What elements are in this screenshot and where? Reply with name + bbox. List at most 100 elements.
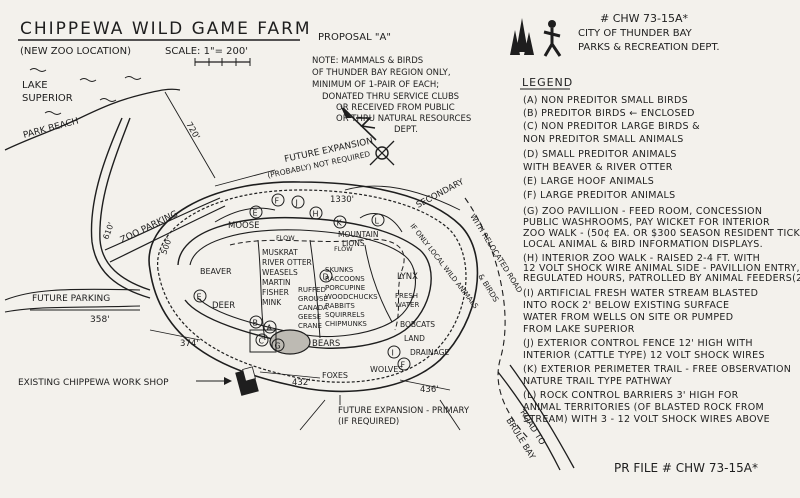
workshop-building-icon — [235, 366, 259, 396]
flow-label: FLOW — [276, 234, 295, 242]
map-key-letter: G — [275, 342, 281, 351]
bird-enclosure — [249, 329, 277, 353]
species-label: WOODCHUCKS — [325, 293, 378, 301]
distance-label: 358' — [90, 315, 110, 325]
future-expansion-primary-label: FUTURE EXPANSION - PRIMARY — [338, 406, 470, 416]
small-animal-species: SKUNKS RACCOONS PORCUPINE WOODCHUCKS RAB… — [325, 266, 378, 328]
territory-barrier — [364, 244, 393, 323]
map-key-letter: I — [392, 349, 394, 358]
species-label: FISHER — [262, 288, 289, 297]
note-line: NOTE: MAMMALS & BIRDS — [312, 56, 423, 66]
parking-road — [104, 197, 226, 263]
north-arrow-icon — [340, 105, 377, 141]
territory-barrier — [309, 239, 321, 339]
city-logo-icon — [510, 18, 562, 57]
secondary-note: & BIRDS — [476, 272, 500, 304]
distance-label: 610' — [101, 221, 115, 240]
species-label: RABBITS — [325, 302, 355, 310]
species-label: MARTIN — [262, 278, 291, 287]
distance-label: 436' — [420, 385, 439, 395]
note-line: MINIMUM OF 1-PAIR OF EACH; — [312, 80, 439, 90]
map-key-letter: K — [337, 219, 343, 228]
compass-icon — [369, 140, 395, 166]
territory-barrier — [214, 207, 276, 223]
moose-label: MOOSE — [228, 221, 259, 231]
legend-item: (K) EXTERIOR PERIMETER TRAIL - FREE OBSE… — [523, 364, 791, 375]
road-to-brule-bay — [497, 371, 561, 471]
legend-item: ANIMAL TERRITORIES (OF BLASTED ROCK FROM — [523, 402, 764, 413]
legend-item: (I) ARTIFICIAL FRESH WATER STREAM BLASTE… — [523, 288, 758, 299]
map-key-letter: H — [313, 210, 319, 219]
legend-item: (H) INTERIOR ZOO WALK - RAISED 2-4 FT. W… — [523, 253, 760, 264]
future-expansion-primary-label: (IF REQUIRED) — [338, 417, 399, 427]
secondary-label: SECONDARY — [415, 177, 467, 211]
map-key-letter: E — [253, 209, 258, 218]
department-line-1: CITY OF THUNDER BAY — [578, 28, 693, 39]
map-key-letter: F — [275, 197, 280, 206]
fresh-water-label: WATER — [395, 301, 419, 309]
distance-label: 500' — [159, 236, 173, 255]
legend: LEGEND (A) NON PREDITOR SMALL BIRDS (B) … — [520, 76, 800, 425]
legend-item: INTO ROCK 2' BELOW EXISTING SURFACE — [523, 300, 729, 311]
species-label: MINK — [262, 298, 282, 307]
map-key-letter: L — [375, 217, 380, 226]
note-line: DONATED THRU SERVICE CLUBS — [322, 92, 459, 102]
future-parking-label: FUTURE PARKING — [32, 294, 110, 304]
map-title: CHIPPEWA WILD GAME FARM — [20, 19, 312, 39]
legend-item: (E) LARGE HOOF ANIMALS — [523, 176, 654, 187]
lake-waves — [29, 68, 142, 115]
drainage-label: DRAINAGE — [410, 348, 449, 357]
species-label: CRANE — [298, 322, 322, 330]
artificial-stream — [229, 238, 405, 331]
map-key-letter: A — [267, 324, 273, 333]
control-fence — [157, 189, 467, 383]
superior-label: SUPERIOR — [22, 93, 73, 104]
bears-label: BEARS — [312, 339, 340, 349]
park-beach-label: PARK BEACH — [22, 117, 80, 141]
legend-item: NON PREDITOR SMALL ANIMALS — [523, 134, 684, 145]
note-block: NOTE: MAMMALS & BIRDS OF THUNDER BAY REG… — [312, 56, 471, 135]
mountain-lions-label: LIONS — [342, 239, 365, 248]
legend-item: (B) PREDITOR BIRDS ← ENCLOSED — [523, 108, 695, 119]
note-line: DEPT. — [394, 125, 418, 135]
legend-item: 12 VOLT SHOCK WIRE ANIMAL SIDE - PAVILLI… — [523, 263, 800, 274]
legend-item: LOCAL ANIMAL & BIRD INFORMATION DISPLAYS… — [523, 239, 763, 250]
legend-item: PUBLIC WASHROOMS, PAY WICKET FOR INTERIO… — [523, 217, 770, 228]
legend-item: (D) SMALL PREDITOR ANIMALS — [523, 149, 677, 160]
species-label: CHIPMUNKS — [325, 320, 367, 328]
distance-label: 374' — [180, 339, 199, 349]
legend-title: LEGEND — [522, 76, 573, 89]
wolves-label: WOLVES — [370, 365, 403, 374]
legend-item: WATER FROM WELLS ON SITE OR PUMPED — [523, 312, 733, 323]
legend-item: ZOO WALK - (50¢ EA. OR $300 SEASON RESID… — [523, 228, 800, 239]
legend-item: REGULATED HOURS, PATROLLED BY ANIMAL FEE… — [523, 273, 800, 284]
zoo-pavilion — [269, 329, 311, 355]
map-key-letter: E — [197, 293, 202, 302]
legend-item: (F) LARGE PREDITOR ANIMALS — [523, 190, 675, 201]
legend-item: INTERIOR (CATTLE TYPE) 12 VOLT SHOCK WIR… — [523, 350, 765, 361]
file-number-bottom: PR FILE # CHW 73-15A* — [614, 461, 758, 475]
future-parking-line — [4, 288, 141, 301]
beaver-label: BEAVER — [200, 267, 232, 276]
map-key-letter: J — [295, 199, 298, 208]
lynx-label: LYNX — [397, 272, 418, 282]
distance-label: 1330' — [330, 195, 354, 205]
note-line: OR THRU NATURAL RESOURCES — [336, 114, 471, 124]
land-label: LAND — [404, 334, 425, 343]
map-key-letter: F — [401, 361, 406, 370]
dimension-line — [164, 91, 216, 179]
file-number-top: # CHW 73-15A* — [600, 12, 689, 25]
legend-item: (J) EXTERIOR CONTROL FENCE 12' HIGH WITH — [523, 338, 753, 349]
species-label: CANADA — [298, 304, 328, 312]
species-label: RUFFED — [298, 286, 326, 294]
species-label: WEASELS — [262, 268, 298, 277]
legend-item: STREAM) WITH 3 - 12 VOLT SHOCK WIRES ABO… — [523, 414, 770, 425]
map-key-letter: D — [323, 273, 329, 282]
mountain-lions-label: MOUNTAIN — [338, 230, 378, 239]
deer-label: DEER — [212, 301, 235, 311]
note-line: OR RECEIVED FROM PUBLIC — [336, 103, 455, 113]
legend-item: (C) NON PREDITOR LARGE BIRDS & — [523, 121, 700, 132]
workshop-label: EXISTING CHIPPEWA WORK SHOP — [18, 378, 169, 388]
